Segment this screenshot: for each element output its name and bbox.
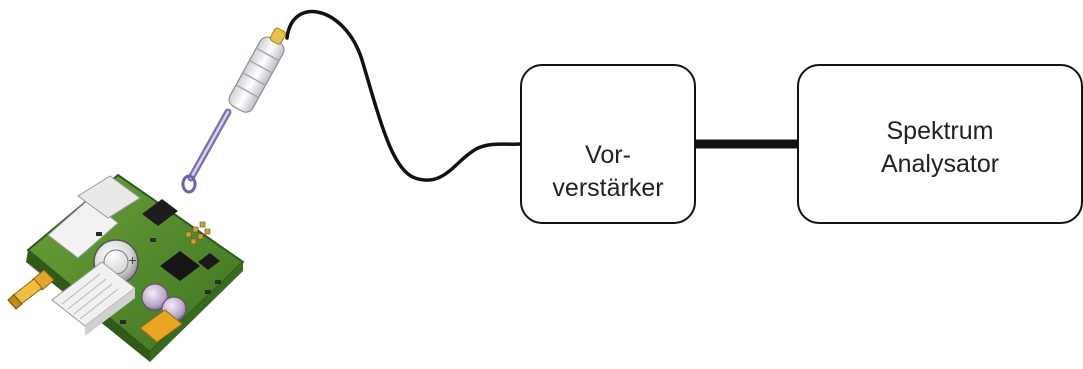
analyzer-label-line1: Spektrum [886,117,994,145]
preamplifier-block [520,64,696,224]
spectrum-analyzer-block [797,64,1083,224]
probe-cable [285,9,522,182]
sma-connector-icon [7,269,55,310]
preamplifier-label-line1: Vor- [585,141,631,169]
circuit-board: + [7,173,245,362]
preamplifier-label-line2: verstärker [552,174,664,202]
analyzer-label-line2: Analysator [880,150,1000,178]
near-field-probe [181,27,286,194]
svg-text:+: + [128,254,137,267]
